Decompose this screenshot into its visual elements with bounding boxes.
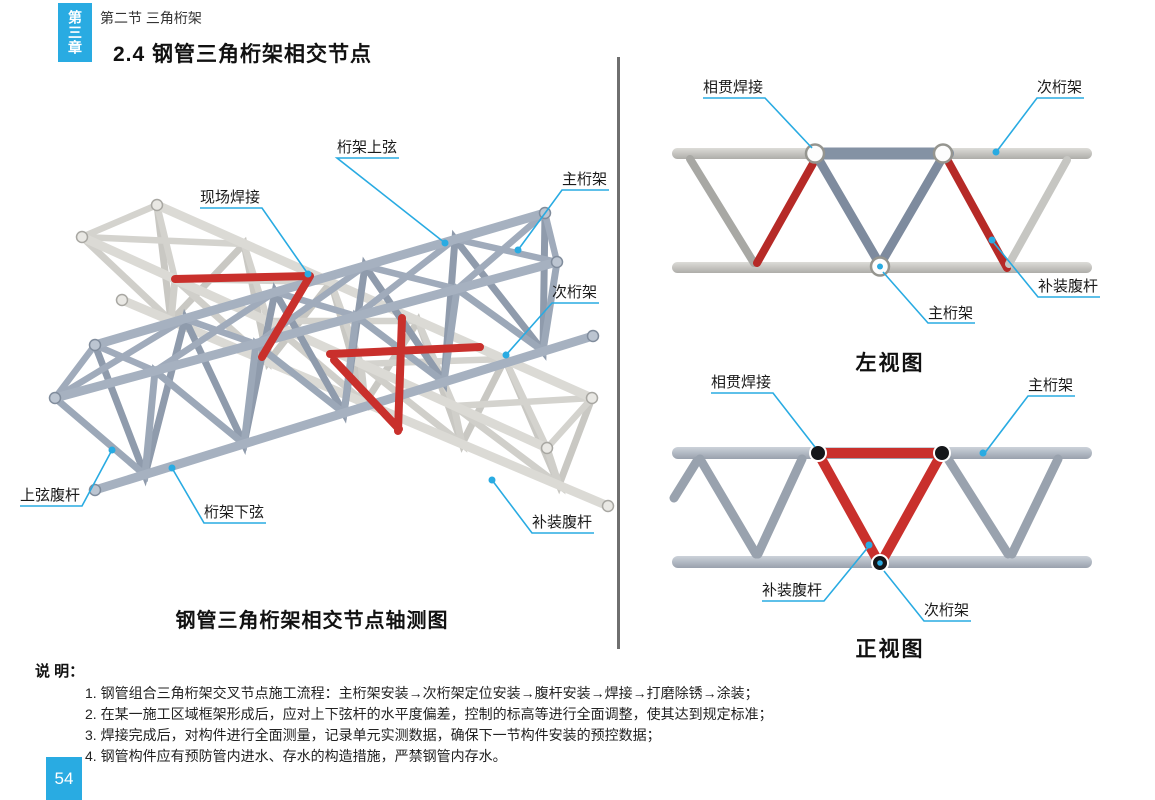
front-view-figure: 相贯焊接 主桁架 补装腹杆 次桁架 正视图 — [669, 374, 1092, 661]
side-view-caption: 左视图 — [856, 351, 925, 375]
label-supplement-web-fv: 补装腹杆 — [762, 582, 822, 599]
side-view-annotations: 相贯焊接 次桁架 主桁架 补装腹杆 左视图 — [703, 79, 1100, 375]
page-title: 2.4 钢管三角桁架相交节点 — [113, 43, 373, 66]
label-intersect-weld-sv: 相贯焊接 — [703, 79, 763, 96]
red-members-iso — [171, 272, 484, 435]
notes-list: 1. 钢管组合三角桁架交叉节点施工流程：主桁架安装→次桁架定位安装→腹杆安装→焊… — [85, 683, 1125, 767]
note-item: 2. 在某一施工区域框架形成后，应对上下弦杆的水平度偏差，控制的标高等进行全面调… — [85, 706, 773, 722]
front-view-annotations: 相贯焊接 主桁架 补装腹杆 次桁架 正视图 — [711, 374, 1075, 661]
sv-weld-nodes — [804, 143, 954, 277]
front-view-caption: 正视图 — [856, 637, 925, 661]
notes-heading: 说 明： — [35, 663, 85, 680]
chapter-label: 第三章 — [67, 10, 83, 55]
label-main-truss-iso: 主桁架 — [562, 171, 607, 188]
label-truss-top-chord: 桁架上弦 — [337, 139, 397, 156]
isometric-figure — [48, 198, 615, 513]
page-number: 54 — [54, 768, 74, 788]
note-item: 3. 焊接完成后，对构件进行全面测量，记录单元实测数据，确保下一节构件安装的预控… — [85, 727, 661, 743]
label-main-truss-sv: 主桁架 — [928, 305, 973, 322]
vertical-divider — [617, 57, 620, 649]
fv-web-members — [669, 448, 1063, 566]
label-secondary-truss-iso: 次桁架 — [552, 284, 597, 301]
label-truss-bottom-chord: 桁架下弦 — [204, 504, 264, 521]
section-label: 第二节 三角桁架 — [100, 10, 202, 26]
iso-caption: 钢管三角桁架相交节点轴测图 — [176, 608, 449, 632]
fv-weld-nodes — [809, 444, 951, 572]
page-number-badge: 54 — [46, 757, 82, 800]
label-secondary-truss-sv: 次桁架 — [1037, 79, 1082, 96]
label-intersect-weld-fv: 相贯焊接 — [711, 374, 771, 391]
label-supplement-web-iso: 补装腹杆 — [532, 514, 592, 531]
label-top-chord-web: 上弦腹杆 — [20, 487, 80, 504]
main-truss-tubes — [48, 206, 600, 497]
note-item: 1. 钢管组合三角桁架交叉节点施工流程：主桁架安装→次桁架定位安装→腹杆安装→焊… — [85, 685, 759, 701]
side-view-figure: 相贯焊接 次桁架 主桁架 补装腹杆 左视图 — [672, 79, 1100, 375]
chapter-tab: 第三章 — [58, 3, 92, 62]
sv-web-members — [686, 147, 1071, 272]
label-main-truss-fv: 主桁架 — [1028, 377, 1073, 394]
label-supplement-web-sv: 补装腹杆 — [1038, 278, 1098, 295]
note-item: 4. 钢管构件应有预防管内进水、存水的构造措施，严禁钢管内存水。 — [85, 748, 507, 764]
notes-block: 说 明： 1. 钢管组合三角桁架交叉节点施工流程：主桁架安装→次桁架定位安装→腹… — [35, 660, 1125, 767]
iso-annotations: 桁架上弦 现场焊接 主桁架 次桁架 上弦腹杆 桁架下弦 补装腹杆 钢管三角桁架相… — [20, 139, 609, 632]
label-site-weld: 现场焊接 — [200, 189, 260, 206]
label-secondary-truss-fv: 次桁架 — [924, 602, 969, 619]
